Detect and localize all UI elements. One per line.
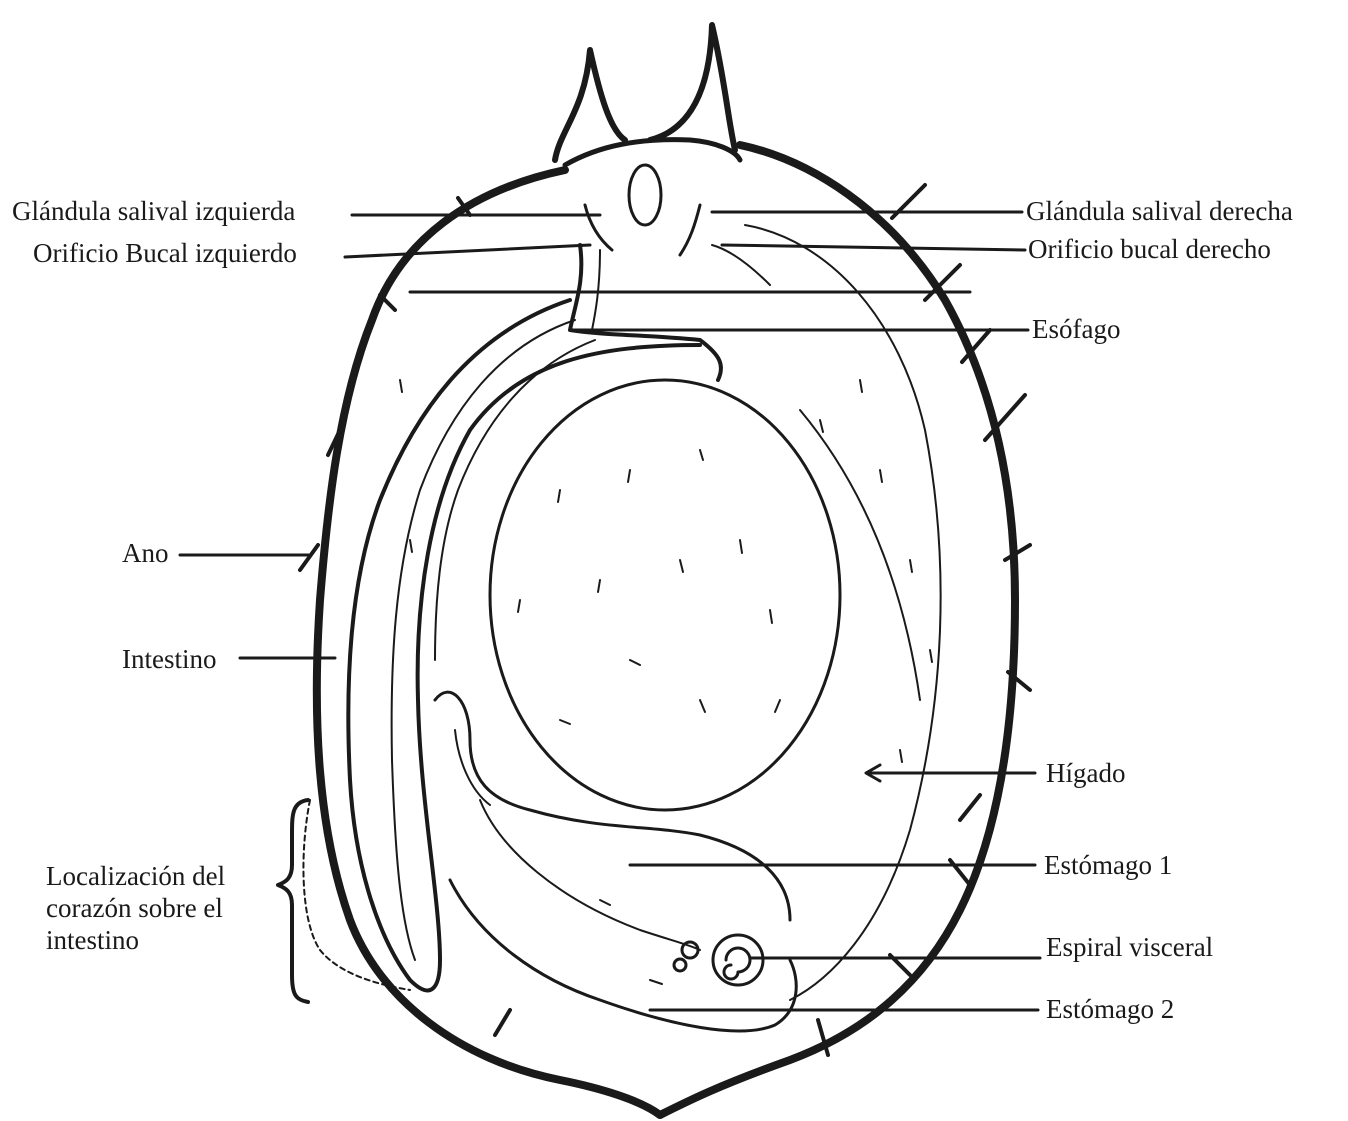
label-glandula-salival-derecha: Glándula salival derecha xyxy=(1026,196,1293,226)
esophagus xyxy=(570,245,721,380)
label-esofago: Esófago xyxy=(1032,314,1120,344)
yolk-sphere xyxy=(490,380,840,810)
label-espiral-visceral: Espiral visceral xyxy=(1046,932,1213,962)
shell-spines xyxy=(300,185,1030,1055)
mouth-organ xyxy=(629,165,661,225)
stipple xyxy=(400,380,932,984)
right-horn xyxy=(650,25,735,150)
label-glandula-salival-izquierda: Glándula salival izquierda xyxy=(12,196,295,226)
label-orificio-bucal-izquierdo: Orificio Bucal izquierdo xyxy=(33,238,297,268)
heart-brace xyxy=(278,800,308,1002)
label-ano: Ano xyxy=(122,538,169,568)
intestine-outer xyxy=(348,300,700,990)
liver-boundary xyxy=(745,225,941,1000)
label-orificio-bucal-derecho: Orificio bucal derecho xyxy=(1028,234,1271,264)
visceral-spiral xyxy=(674,935,763,985)
leader-lines xyxy=(180,212,1040,1010)
label-localizacion-corazon: Localización del corazón sobre el intest… xyxy=(46,860,225,956)
head-top xyxy=(565,140,740,165)
label-higado: Hígado xyxy=(1046,758,1125,788)
leader-orificio-der xyxy=(722,245,1025,250)
leader-orificio-izq xyxy=(345,245,590,257)
stomach-2 xyxy=(450,880,796,1031)
label-intestino: Intestino xyxy=(122,644,217,674)
stomach-1 xyxy=(435,692,790,920)
label-estomago-2: Estómago 2 xyxy=(1046,994,1174,1024)
label-estomago-1: Estómago 1 xyxy=(1044,850,1172,880)
